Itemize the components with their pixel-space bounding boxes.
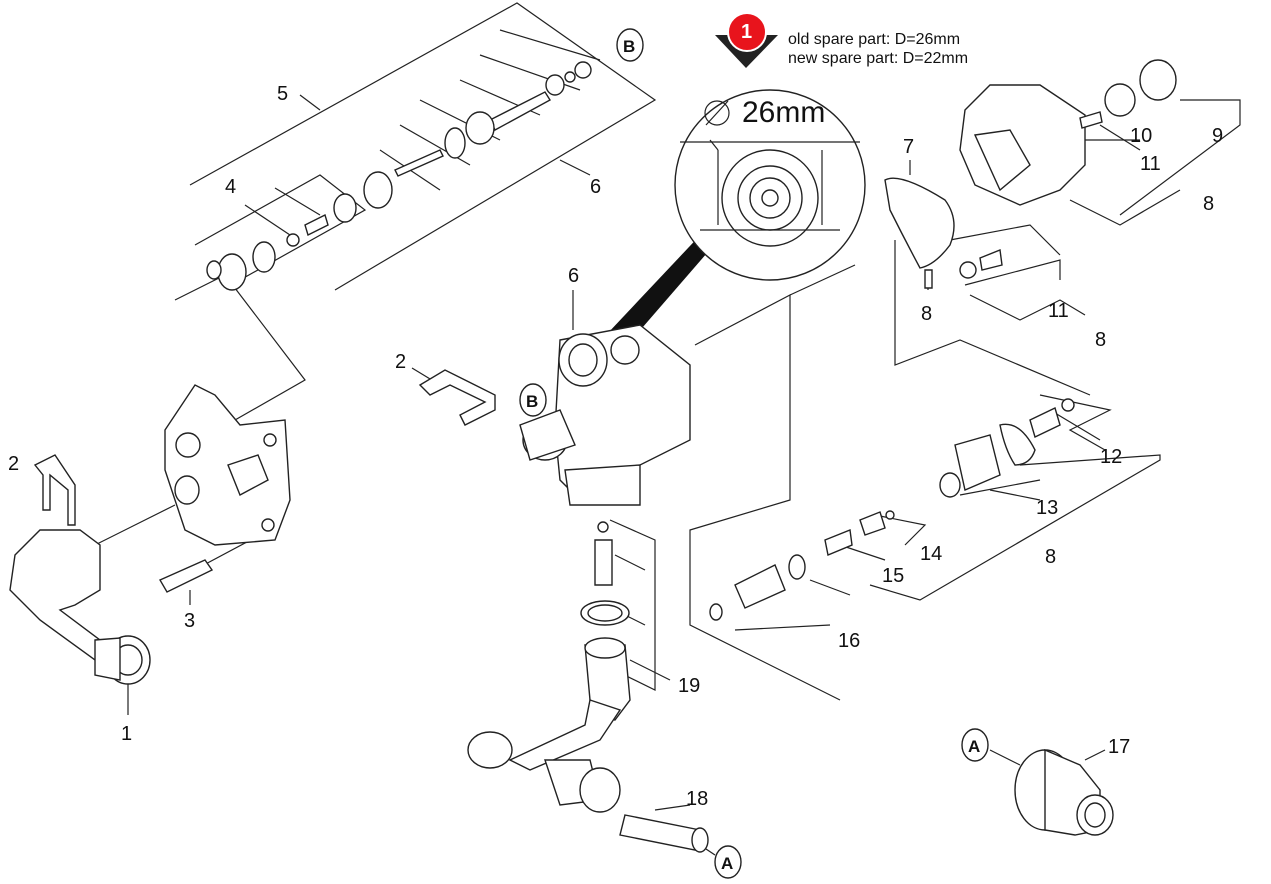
part-label-11-b: 11 (1048, 300, 1069, 322)
part-label-14: 14 (920, 543, 942, 565)
part-label-1: 1 (121, 723, 132, 745)
part-label-17: 17 (1108, 736, 1130, 758)
part-label-8-c: 8 (1095, 329, 1106, 351)
filter-18 (619, 814, 701, 851)
connector-a-bottom: A (714, 845, 742, 879)
connector-b-top: B (616, 28, 644, 62)
part-label-12: 12 (1100, 446, 1122, 468)
part-label-16: 16 (838, 630, 860, 652)
leader-lines (41, 2, 1241, 856)
part-label-9: 9 (1212, 125, 1223, 147)
connector-b-middle: B (519, 383, 547, 417)
part-label-5: 5 (277, 83, 288, 105)
new-part-note: new spare part: D=22mm (788, 50, 968, 67)
part-label-19: 19 (678, 675, 700, 697)
part-label-8-d: 8 (1045, 546, 1056, 568)
part-label-18: 18 (686, 788, 708, 810)
part-label-6-top: 6 (590, 176, 601, 198)
part-label-13: 13 (1036, 497, 1058, 519)
part-label-7: 7 (903, 136, 914, 158)
right-small-parts (709, 249, 1075, 621)
clip-left (33, 454, 76, 526)
magnified-detail (674, 89, 866, 281)
clip-middle (418, 369, 496, 426)
connector-label: A (968, 737, 980, 756)
part-label-15: 15 (882, 565, 904, 587)
part-label-10: 10 (1130, 125, 1152, 147)
connector-label: B (623, 37, 635, 56)
valve-parts-19 (580, 521, 631, 721)
pump-housing-left (164, 384, 291, 546)
gasket-7 (884, 177, 955, 269)
top-assembly-parts (206, 40, 636, 291)
callout-badge (715, 12, 778, 68)
part-label-2-middle: 2 (395, 351, 406, 373)
callout-number: 1 (741, 21, 752, 43)
part-label-8-a: 8 (1203, 193, 1214, 215)
connector-label: B (526, 392, 538, 411)
part-label-11-a: 11 (1140, 153, 1161, 175)
part-label-4: 4 (225, 176, 236, 198)
part-label-8-b: 8 (921, 303, 932, 325)
unloader-housing (959, 59, 1177, 206)
connector-a-left: A (961, 728, 989, 762)
elbow-fitting-left (9, 529, 151, 685)
part-label-3: 3 (184, 610, 195, 632)
screw (159, 559, 214, 593)
pipe-elbow (467, 699, 622, 813)
connector-label: A (721, 854, 733, 873)
coupling-17 (1014, 748, 1114, 836)
old-part-note: old spare part: D=26mm (788, 31, 960, 48)
main-manifold (519, 324, 691, 506)
diameter-value: 26mm (742, 96, 825, 129)
part-label-2-left: 2 (8, 453, 19, 475)
part-label-6-middle: 6 (568, 265, 579, 287)
